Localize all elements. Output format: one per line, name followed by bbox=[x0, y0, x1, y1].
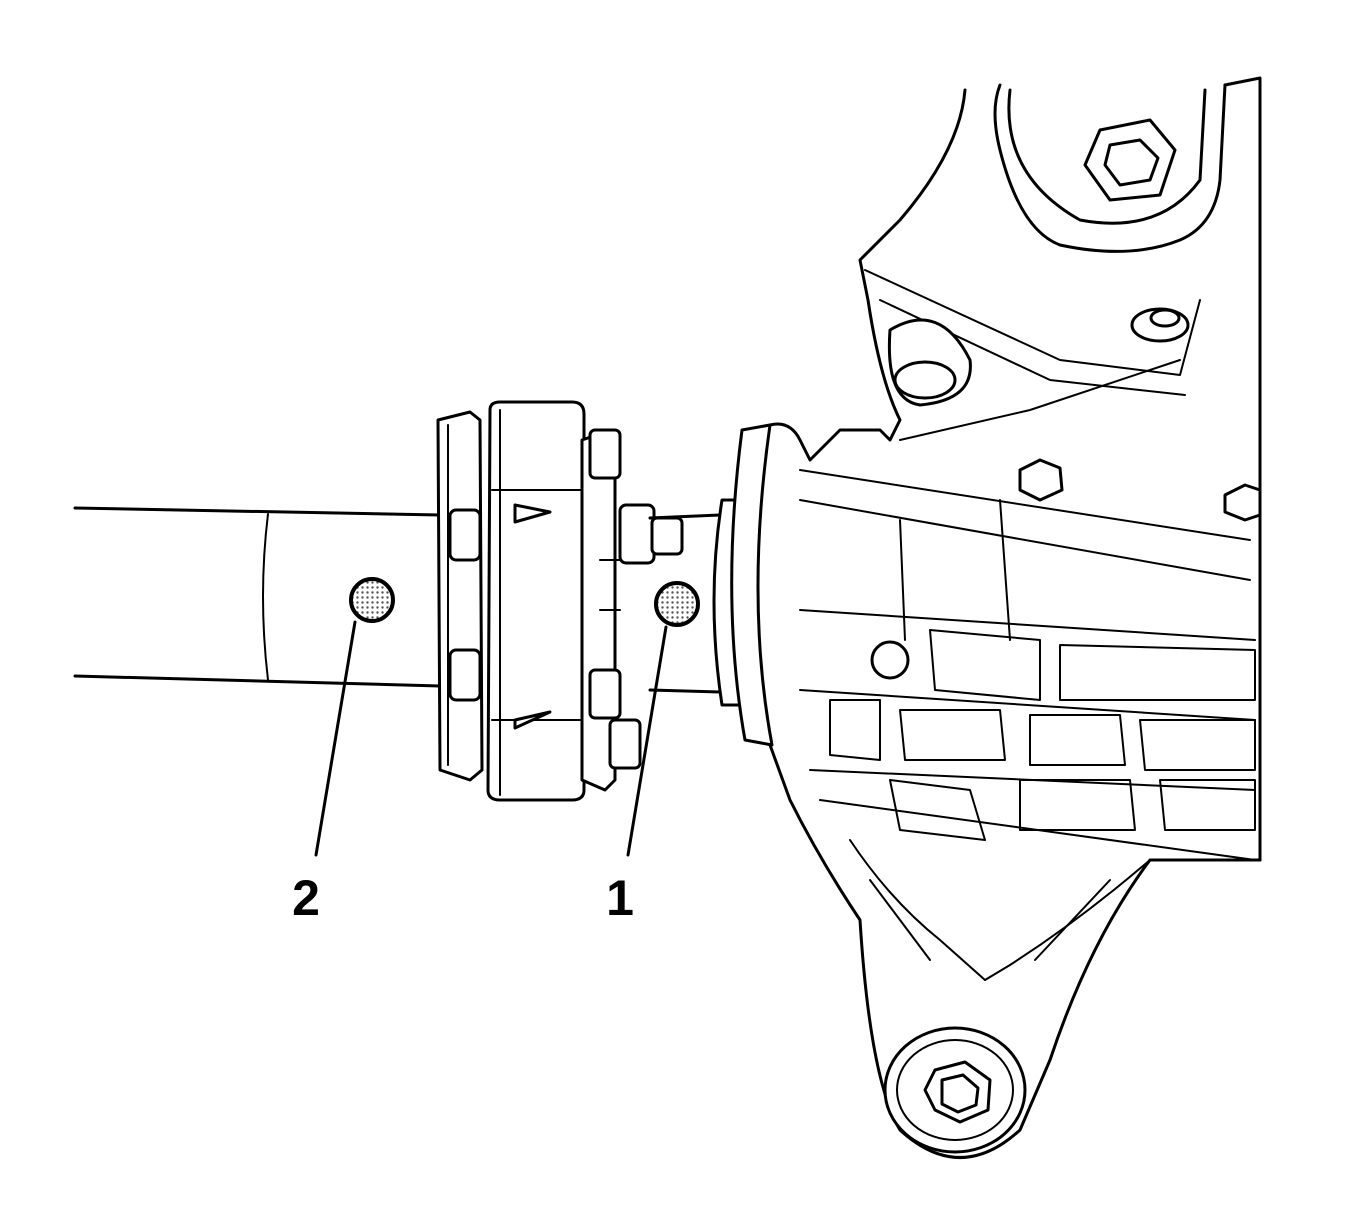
callout-marker-1 bbox=[654, 581, 700, 627]
leader-line-1 bbox=[626, 625, 668, 857]
callout-label-2: 2 bbox=[292, 870, 320, 926]
differential-housing bbox=[768, 76, 1262, 1159]
callout-label-1: 1 bbox=[606, 870, 634, 926]
propeller-shaft bbox=[73, 506, 442, 688]
callout-marker-2 bbox=[349, 577, 395, 623]
pinion-flange bbox=[648, 423, 774, 747]
flex-coupling bbox=[436, 400, 684, 802]
leader-line-2 bbox=[314, 620, 357, 857]
